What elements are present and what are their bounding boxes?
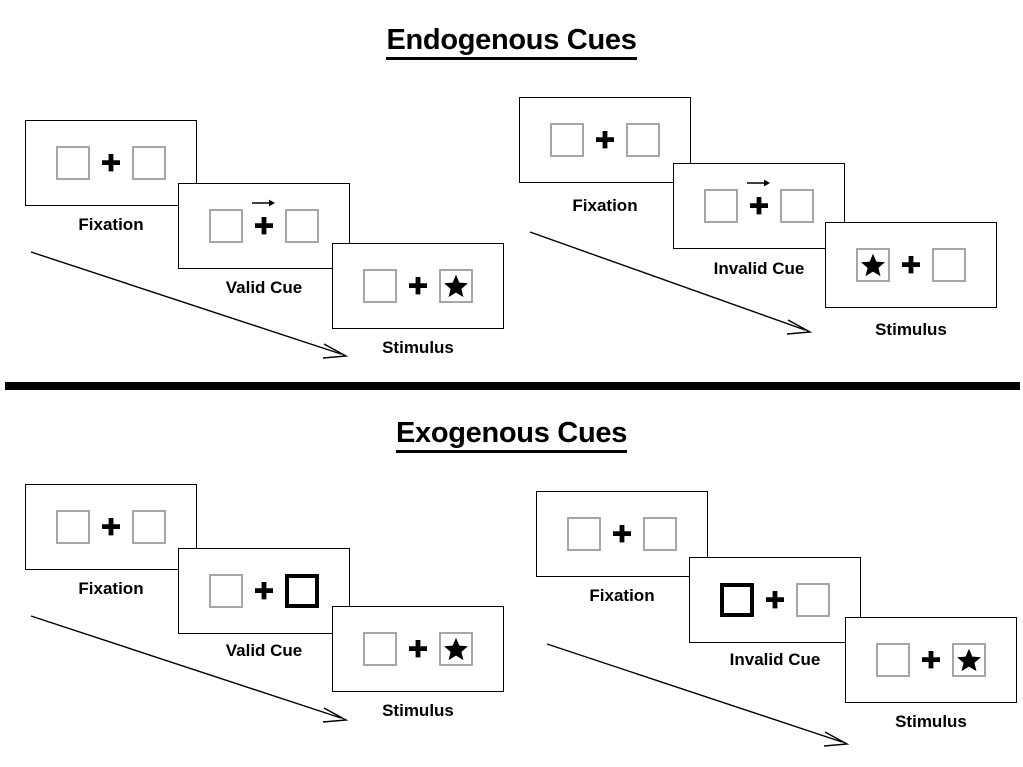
frame-endogenous-invalid-cue [673,163,845,249]
left-box [876,643,910,677]
star-stimulus-icon [861,253,885,277]
left-box [363,632,397,666]
caption-endogenous-valid-fixation: Fixation [78,215,144,234]
fixation-cross-icon [255,582,273,600]
caption-endogenous-invalid-cue: Invalid Cue [713,259,805,278]
fixation-cross-icon [902,256,920,274]
fixation-cross-icon [766,591,784,609]
center-slot [910,643,952,677]
frame-endogenous-valid-fixation [25,120,197,206]
section-title-endogenous: Endogenous Cues [0,24,1023,60]
left-box [567,517,601,551]
fixation-cross-icon [102,154,120,172]
right-box [780,189,814,223]
center-slot [738,179,780,223]
center-slot [890,248,932,282]
left-box-cued [720,583,754,617]
left-box [209,574,243,608]
caption-endogenous-invalid-fixation: Fixation [572,196,638,215]
caption-endogenous-valid-cue: Valid Cue [225,278,303,297]
right-box [285,209,319,243]
frame-exogenous-invalid-cue [689,557,861,643]
center-slot [584,123,626,157]
center-slot [90,510,132,544]
frame-endogenous-valid-cue [178,183,350,269]
right-box [643,517,677,551]
caption-exogenous-valid-fixation: Fixation [78,579,144,598]
right-box [439,632,473,666]
arrow-right-cue-icon [252,199,275,207]
section-title-endogenous-text: Endogenous Cues [386,24,637,60]
section-title-exogenous: Exogenous Cues [0,417,1023,453]
caption-endogenous-invalid-stimulus: Stimulus [875,320,947,339]
fixation-cross-icon [102,518,120,536]
frame-exogenous-valid-fixation [25,484,197,570]
frame-endogenous-valid-stimulus [332,243,504,329]
section-title-exogenous-text: Exogenous Cues [395,417,627,453]
frame-exogenous-valid-cue [178,548,350,634]
fixation-cross-icon [613,525,631,543]
frame-exogenous-valid-stimulus [332,606,504,692]
center-slot [754,583,796,617]
fixation-cross-icon [596,131,614,149]
frame-endogenous-invalid-fixation [519,97,691,183]
caption-exogenous-valid-cue: Valid Cue [225,641,303,660]
left-box [856,248,890,282]
center-slot [243,574,285,608]
left-box [363,269,397,303]
right-box [626,123,660,157]
left-box [209,209,243,243]
fixation-cross-icon [409,277,427,295]
frame-endogenous-invalid-stimulus [825,222,997,308]
right-box [132,146,166,180]
center-slot [90,146,132,180]
fixation-cross-icon [922,651,940,669]
caption-exogenous-invalid-cue: Invalid Cue [729,650,821,669]
right-box [132,510,166,544]
left-box [704,189,738,223]
timeline-arrow-exogenous-invalid [546,643,850,747]
right-box [439,269,473,303]
frame-exogenous-invalid-stimulus [845,617,1017,703]
right-box-cued [285,574,319,608]
section-divider [5,382,1020,390]
center-slot [397,632,439,666]
left-box [56,146,90,180]
caption-exogenous-invalid-stimulus: Stimulus [895,712,967,731]
caption-endogenous-valid-stimulus: Stimulus [382,338,454,357]
caption-exogenous-invalid-fixation: Fixation [589,586,655,605]
left-box [56,510,90,544]
center-slot [397,269,439,303]
fixation-cross-icon [750,197,768,215]
star-stimulus-icon [957,648,981,672]
star-stimulus-icon [444,637,468,661]
center-slot [243,199,285,243]
timeline-arrow-endogenous-valid [30,251,349,359]
star-stimulus-icon [444,274,468,298]
fixation-cross-icon [255,217,273,235]
right-box [796,583,830,617]
timeline-arrow-exogenous-valid [30,615,349,723]
left-box [550,123,584,157]
fixation-cross-icon [409,640,427,658]
frame-exogenous-invalid-fixation [536,491,708,577]
right-box [932,248,966,282]
timeline-arrow-endogenous-invalid [529,231,813,335]
arrow-right-cue-icon [747,179,770,187]
center-slot [601,517,643,551]
right-box [952,643,986,677]
caption-exogenous-valid-stimulus: Stimulus [382,701,454,720]
